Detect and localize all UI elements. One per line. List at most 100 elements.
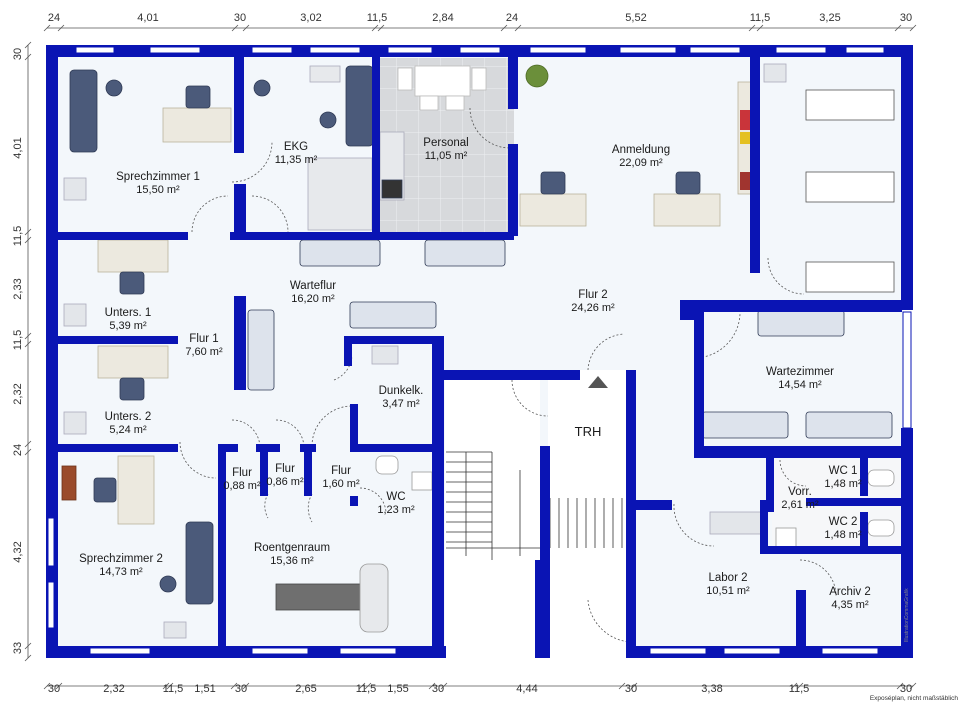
bench [247, 309, 275, 391]
dim-top-label: 2,84 [432, 12, 453, 24]
room-flur-2: Flur 2 24,26 m² [571, 289, 615, 314]
dimension-tick [364, 682, 372, 690]
dim-top-label: 24 [48, 12, 60, 24]
chair [445, 95, 465, 111]
room-name: Wartezimmer [766, 366, 834, 378]
dimension-tick [371, 24, 379, 32]
room-name: Anmeldung [612, 144, 670, 156]
dimension-tick [24, 41, 32, 49]
exam-couch [345, 65, 374, 147]
shelf-items [740, 132, 752, 144]
dimension-tick [428, 682, 436, 690]
dim-top-label: 24 [506, 12, 518, 24]
sink [371, 345, 399, 365]
room-name: Warteflur [290, 280, 336, 292]
room-name: Flur 1 [189, 333, 218, 345]
sink [763, 63, 787, 83]
room-area: 10,51 m² [706, 585, 750, 597]
dimension-tick [24, 332, 32, 340]
shelf-items [740, 110, 752, 130]
watermark: IllustrationCommaGrafik [904, 588, 910, 642]
dim-top-label: 11,5 [750, 12, 771, 24]
room-name: Roentgenraum [254, 542, 330, 554]
room-area: 1,60 m² [322, 478, 360, 490]
room-sprechzimmer-2: Sprechzimmer 2 14,73 m² [79, 553, 163, 578]
sink [709, 511, 767, 535]
chair [419, 95, 439, 111]
stool [319, 111, 337, 129]
dim-bottom-label: 30 [235, 683, 247, 695]
exam-couch [185, 521, 214, 605]
dimension-tick [166, 682, 174, 690]
room-name: Labor 2 [708, 572, 747, 584]
room-area: 5,39 m² [109, 320, 147, 332]
bench [349, 301, 437, 329]
dimension-tick [242, 682, 250, 690]
dimension-tick [756, 24, 764, 32]
room-area: 24,26 m² [571, 302, 615, 314]
dim-top-label: 11,5 [367, 12, 388, 24]
dim-bottom-label: 3,38 [701, 683, 722, 695]
room-archiv-2: Archiv 2 4,35 m² [829, 586, 871, 611]
room-name: Flur [331, 465, 351, 477]
room-area: 0,88 m² [223, 480, 261, 492]
exam-couch [69, 69, 98, 153]
dimension-tick [57, 24, 65, 32]
dimension-tick [618, 682, 626, 690]
desk [653, 193, 721, 227]
bed [805, 171, 895, 203]
desk [519, 193, 587, 227]
furniture [61, 63, 895, 639]
dim-bottom-label: 11,5 [356, 683, 377, 695]
office-chair [185, 85, 211, 109]
toilet [375, 455, 399, 475]
dim-left-label: 11,5 [12, 226, 24, 247]
desk [117, 455, 155, 525]
corner-counter [307, 157, 373, 231]
dimension-tick [440, 682, 448, 690]
dim-bottom-label: 1,55 [387, 683, 408, 695]
chair [397, 67, 413, 91]
dimension-tick [630, 682, 638, 690]
dim-left-label: 33 [12, 642, 24, 654]
dim-left-label: 2,33 [12, 278, 24, 299]
dim-left-label: 4,32 [12, 541, 24, 562]
room-name: WC [386, 491, 405, 503]
office-chair [119, 377, 145, 401]
dim-top-label: 3,25 [819, 12, 840, 24]
dimension-tick [162, 682, 170, 690]
room-dunkelkammer: Dunkelk. 3,47 m² [379, 385, 424, 410]
dimension-tick [790, 682, 798, 690]
xray-unit [359, 563, 389, 633]
dim-left-label: 24 [12, 444, 24, 456]
dimension-tick [24, 53, 32, 61]
ekg-device [309, 65, 341, 83]
room-warteflur: Warteflur 16,20 m² [290, 280, 336, 305]
office-chair [540, 171, 566, 195]
bed [805, 89, 895, 121]
room-area: 14,54 m² [778, 379, 822, 391]
dimension-tick [24, 642, 32, 650]
room-area: 2,61 m² [781, 499, 819, 511]
stool [105, 79, 123, 97]
desk [97, 239, 169, 273]
dimension-tick [894, 24, 902, 32]
bench [424, 239, 506, 267]
stool [159, 575, 177, 593]
staircase [446, 451, 623, 560]
dimension-tick [500, 24, 508, 32]
dimension-tick [896, 682, 904, 690]
room-unters-1: Unters. 1 5,39 m² [105, 307, 152, 332]
office-chair [675, 171, 701, 195]
dimension-tick [231, 24, 239, 32]
room-area: 3,47 m² [382, 398, 420, 410]
bed [805, 261, 895, 293]
dimension-tick [358, 682, 366, 690]
room-area: 1,48 m² [824, 478, 862, 490]
dimension-tick [377, 24, 385, 32]
dimension-bottom: 30 2,32 11,5 1,51 30 2,65 11,5 1,55 30 4… [48, 683, 912, 695]
dim-bottom-label: 2,32 [103, 683, 124, 695]
room-wc-2: WC 2 1,48 m² [824, 516, 862, 541]
bench [299, 239, 381, 267]
sink [63, 303, 87, 327]
